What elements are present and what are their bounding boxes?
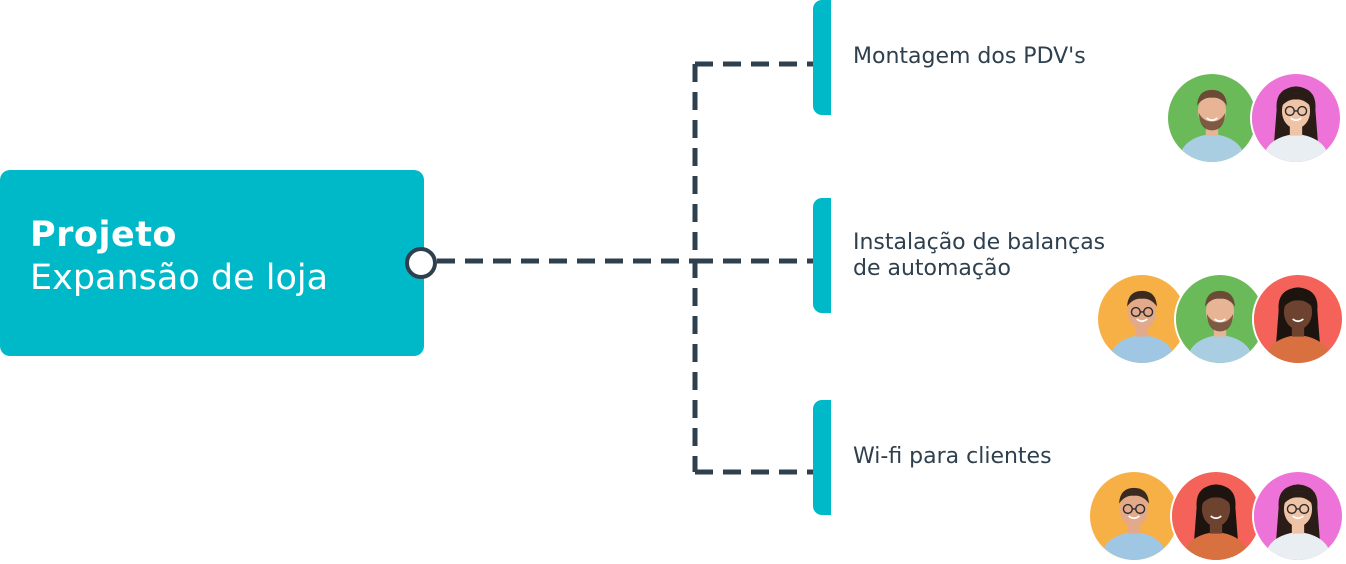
avatar[interactable]: [1252, 273, 1344, 365]
man-beard-avatar-icon: [1176, 275, 1264, 363]
task-label-line-2: de automação: [853, 256, 1011, 281]
avatar[interactable]: [1166, 72, 1258, 164]
task-label-line-1: Instalação de balanças: [853, 230, 1106, 255]
project-title: Projeto: [30, 215, 177, 255]
woman-avatar-icon: [1172, 472, 1260, 560]
task-label-text: Montagem dos PDV's: [853, 44, 1086, 69]
avatar[interactable]: [1170, 470, 1262, 562]
task-label-3[interactable]: Wi-fi para clientes: [853, 444, 1052, 470]
task-marker-2: [813, 198, 831, 313]
task-label-1[interactable]: Montagem dos PDV's: [853, 44, 1086, 70]
avatar[interactable]: [1252, 470, 1344, 562]
avatar[interactable]: [1088, 470, 1180, 562]
avatar[interactable]: [1096, 273, 1188, 365]
task-marker-3: [813, 400, 831, 515]
root-connector-circle: [405, 247, 437, 279]
project-root-node[interactable]: Projeto Expansão de loja: [0, 170, 424, 356]
woman-avatar-icon: [1254, 275, 1342, 363]
man-glasses-avatar-icon: [1098, 275, 1186, 363]
man-glasses-avatar-icon: [1090, 472, 1178, 560]
avatar[interactable]: [1250, 72, 1342, 164]
task-label-2[interactable]: Instalação de balanças de automação: [853, 230, 1105, 282]
project-subtitle: Expansão de loja: [30, 258, 329, 298]
task-marker-1: [813, 0, 831, 115]
man-beard-avatar-icon: [1168, 74, 1256, 162]
woman-glasses-avatar-icon: [1254, 472, 1342, 560]
woman-glasses-avatar-icon: [1252, 74, 1340, 162]
task-label-text: Wi-fi para clientes: [853, 444, 1052, 469]
